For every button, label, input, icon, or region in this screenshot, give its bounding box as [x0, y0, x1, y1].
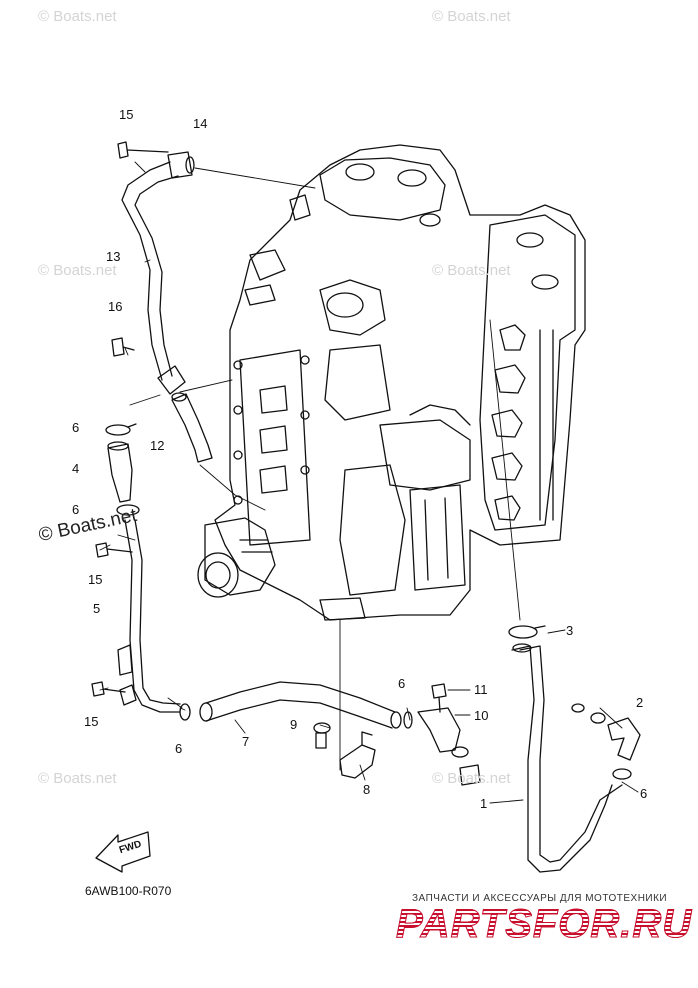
callout-14: 14 — [193, 116, 208, 131]
callout-2: 2 — [636, 695, 644, 710]
watermark-right: © Boats.net — [432, 262, 511, 279]
callout-6-right: 6 — [640, 786, 648, 801]
engine-block — [197, 144, 586, 621]
callout-10: 10 — [474, 708, 489, 723]
banner-logo: PARTSFOR.RU — [395, 902, 693, 947]
callout-6-mid: 6 — [72, 502, 80, 517]
hose-1 — [511, 643, 623, 873]
bracket-8 — [339, 731, 376, 779]
bolt-9 — [313, 722, 331, 749]
watermark-top-mid: © Boats.net — [432, 8, 511, 25]
hose-5 — [117, 519, 181, 713]
watermark-bottom-right: © Boats.net — [432, 770, 511, 787]
callout-11: 11 — [474, 682, 488, 697]
callout-6-center: 6 — [398, 676, 406, 691]
bolt-15-mid — [95, 542, 133, 558]
clamp-3 — [508, 625, 546, 639]
callout-6-upper: 6 — [72, 420, 80, 435]
callout-15-low: 15 — [84, 714, 99, 729]
joint-14 — [167, 151, 195, 179]
clamp-6-upper — [105, 423, 137, 436]
callout-4: 4 — [72, 461, 80, 476]
elbow-2 — [571, 703, 641, 761]
hose-12 — [171, 392, 213, 463]
bolt-11 — [431, 683, 447, 713]
watermark-bottom-left: © Boats.net — [38, 770, 117, 787]
hose-4 — [107, 441, 133, 503]
callout-15-top: 15 — [119, 107, 134, 122]
bolt-15-low — [91, 681, 126, 697]
bolt-15-top — [117, 141, 169, 159]
callout-8: 8 — [363, 782, 371, 797]
callout-5: 5 — [93, 601, 101, 616]
watermark-left: © Boats.net — [38, 262, 117, 279]
clamp-6-lower — [179, 703, 191, 721]
banner-tagline: ЗАПЧАСТИ И АКСЕССУАРЫ ДЛЯ МОТОТЕХНИКИ — [412, 893, 668, 904]
hose-13 — [121, 161, 186, 395]
clamp-6-mid — [116, 504, 140, 516]
leader-lines — [99, 161, 639, 804]
clamp-6-right — [612, 768, 632, 780]
fwd-arrow-shape — [95, 831, 151, 873]
fitting-10 — [417, 707, 481, 786]
callout-16: 16 — [108, 299, 123, 314]
diagram-reference-code: 6AWB100-R070 — [85, 884, 172, 898]
callout-9: 9 — [290, 717, 298, 732]
callout-13: 13 — [106, 249, 121, 264]
clamp-6-center — [403, 711, 413, 729]
callout-15-mid: 15 — [88, 572, 103, 587]
watermark-top-left: © Boats.net — [38, 8, 117, 25]
callout-6-lower-left: 6 — [175, 741, 183, 756]
hose-7 — [199, 681, 402, 729]
callout-12: 12 — [150, 438, 165, 453]
callout-3: 3 — [566, 623, 574, 638]
bolt-16 — [111, 337, 135, 357]
callout-7: 7 — [242, 734, 250, 749]
callout-1: 1 — [480, 796, 488, 811]
